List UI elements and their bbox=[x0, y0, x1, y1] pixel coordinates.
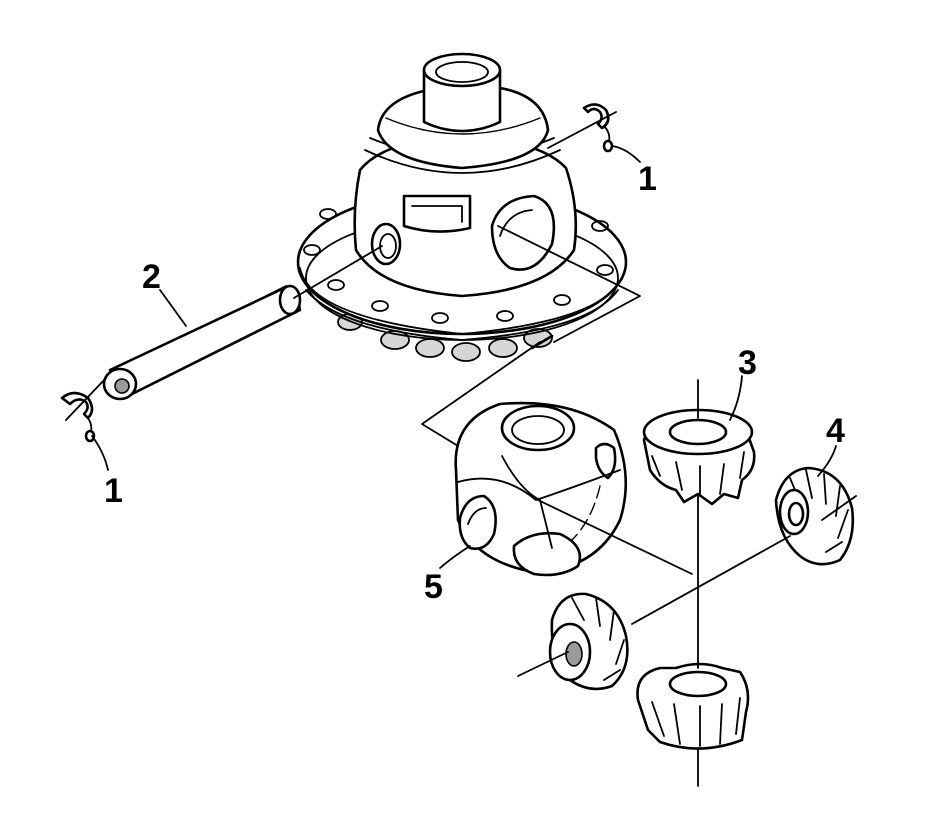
assembly-lines bbox=[65, 111, 857, 787]
retaining-clip-top bbox=[582, 103, 614, 153]
pinion-gear-bottom bbox=[636, 662, 750, 750]
retaining-clip-bottom bbox=[60, 391, 96, 443]
side-gear-left bbox=[548, 592, 629, 691]
callout-5: 5 bbox=[424, 568, 443, 606]
callout-2: 2 bbox=[142, 258, 161, 296]
case-hub bbox=[422, 68, 502, 133]
callout-4: 4 bbox=[826, 412, 845, 450]
pinion-gear-top bbox=[642, 408, 756, 506]
callouts: 1 1 2 3 4 5 bbox=[91, 145, 845, 606]
gear-block bbox=[454, 401, 628, 577]
flange-bolt-holes bbox=[303, 208, 614, 324]
side-gear-right bbox=[774, 466, 855, 566]
pinion-shaft bbox=[102, 284, 302, 401]
callout-1-bottom: 1 bbox=[104, 472, 123, 510]
callout-3: 3 bbox=[738, 344, 757, 382]
case-side-window bbox=[490, 194, 556, 271]
differential-case bbox=[296, 52, 628, 362]
callout-1-top: 1 bbox=[638, 160, 657, 198]
case-inspection-window bbox=[402, 194, 472, 233]
